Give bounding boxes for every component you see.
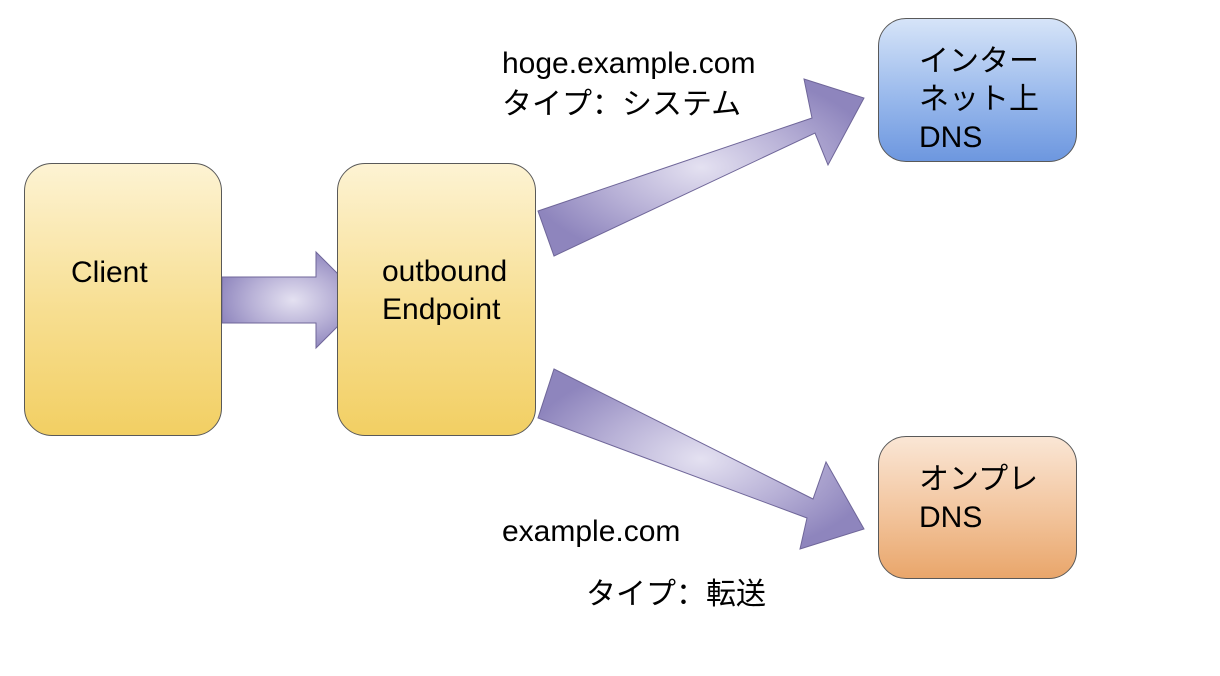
forward-rule-type: タイプ：転送	[586, 578, 766, 611]
client-label: Client	[71, 254, 148, 292]
outbound-endpoint-node: outbound Endpoint	[337, 163, 536, 436]
arrow-outbound-to-onprem-dns	[537, 368, 865, 550]
onprem-dns-line-1: オンプレ	[919, 463, 1039, 496]
outbound-endpoint-line-1: outbound	[382, 255, 508, 288]
onprem-dns-node: オンプレ DNS	[878, 436, 1077, 579]
client-node: Client	[24, 163, 222, 436]
arrow-outbound-to-internet-dns	[537, 78, 865, 257]
internet-dns-label: インター ネット上 DNS	[919, 43, 1039, 157]
outbound-endpoint-line-2: Endpoint	[382, 293, 501, 326]
client-label-text: Client	[71, 256, 148, 289]
system-rule-type: タイプ：システム	[502, 88, 742, 121]
internet-dns-line-2: ネット上	[919, 83, 1039, 116]
internet-dns-node: インター ネット上 DNS	[878, 18, 1077, 162]
internet-dns-line-1: インター	[919, 45, 1039, 78]
onprem-dns-line-2: DNS	[919, 501, 983, 534]
forward-rule-domain: example.com	[502, 515, 681, 548]
onprem-dns-label: オンプレ DNS	[919, 461, 1038, 537]
system-rule-domain: hoge.example.com	[502, 47, 756, 80]
outbound-endpoint-label: outbound Endpoint	[382, 253, 507, 329]
internet-dns-line-3: DNS	[919, 121, 983, 154]
